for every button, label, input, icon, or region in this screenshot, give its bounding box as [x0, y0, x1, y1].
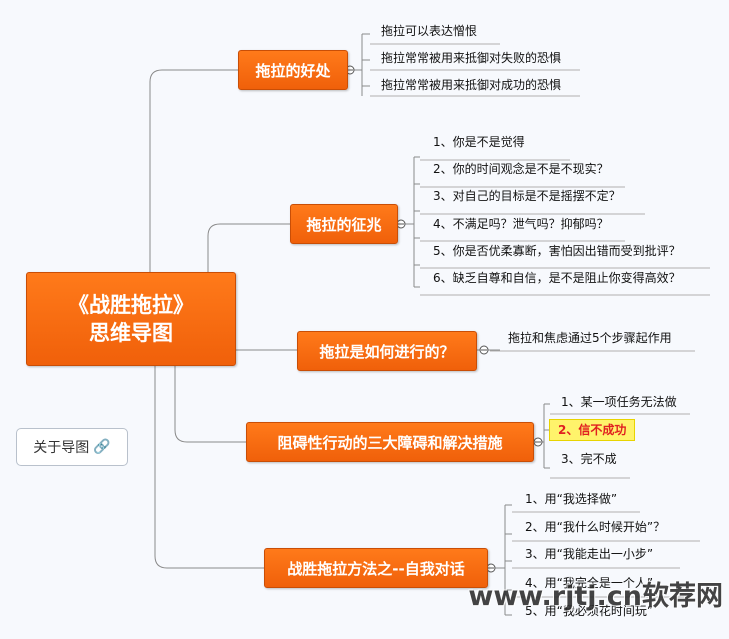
- leaf-topic[interactable]: 3、完不成: [561, 452, 617, 466]
- leaf-topic[interactable]: 拖拉常常被用来抵御对成功的恐惧: [381, 78, 562, 92]
- leaf-topic[interactable]: 1、用“我选择做”: [525, 492, 618, 506]
- central-topic-subtitle: 思维导图: [89, 321, 173, 345]
- leaf-topic[interactable]: 2、你的时间观念是不是不现实？: [433, 162, 609, 176]
- about-map-button[interactable]: 关于导图 🔗: [16, 428, 128, 466]
- central-topic-node[interactable]: 《战胜拖拉》 思维导图: [26, 272, 236, 366]
- branch-label: 拖拉的征兆: [306, 215, 382, 234]
- branch-label: 拖拉的好处: [255, 61, 331, 80]
- branch-label: 战胜拖拉方法之--自我对话: [287, 559, 465, 578]
- leaf-topic[interactable]: 2、用“我什么时候开始”？: [525, 520, 666, 534]
- leaf-topic[interactable]: 4、不满足吗？泄气吗？抑郁吗？: [433, 217, 609, 231]
- watermark-text: www.rjtj.cn软荐网: [468, 581, 723, 612]
- leaf-topic[interactable]: 1、你是不是觉得: [433, 135, 525, 149]
- leaf-topic[interactable]: 5、用“我必须花时间玩”: [525, 604, 654, 618]
- leaf-topic[interactable]: 4、用“我完全是一个人”: [525, 576, 654, 590]
- leaf-topic[interactable]: 3、用“我能走出一小步”: [525, 547, 654, 561]
- branch-node-how-it-works[interactable]: 拖拉是如何进行的？: [297, 331, 477, 371]
- leaf-topic[interactable]: 1、某一项任务无法做: [561, 395, 677, 409]
- leaf-topic[interactable]: 拖拉可以表达憎恨: [381, 24, 478, 38]
- branch-label: 拖拉是如何进行的？: [319, 342, 455, 361]
- leaf-topic[interactable]: 拖拉常常被用来抵御对失败的恐惧: [381, 51, 562, 65]
- leaf-topic[interactable]: 3、对自己的目标是不是摇摆不定？: [433, 189, 621, 203]
- branch-label: 阻碍性行动的三大障碍和解决措施: [277, 433, 503, 452]
- branch-node-obstacles[interactable]: 阻碍性行动的三大障碍和解决措施: [246, 422, 534, 462]
- central-topic-title: 《战胜拖拉》: [68, 293, 194, 317]
- branch-node-symptoms[interactable]: 拖拉的征兆: [290, 204, 398, 244]
- leaf-topic[interactable]: 拖拉和焦虑通过5个步骤起作用: [508, 331, 672, 345]
- leaf-topic[interactable]: 5、你是否优柔寡断，害怕因出错而受到批评？: [433, 244, 681, 258]
- about-map-label: 关于导图: [33, 440, 90, 456]
- leaf-topic[interactable]: 6、缺乏自尊和自信，是不是阻止你变得高效？: [433, 271, 681, 285]
- link-icon: 🔗: [93, 439, 111, 455]
- branch-node-self-talk[interactable]: 战胜拖拉方法之--自我对话: [264, 548, 488, 588]
- branch-node-benefits[interactable]: 拖拉的好处: [238, 50, 348, 90]
- leaf-topic-highlighted[interactable]: 2、信不成功: [549, 419, 636, 441]
